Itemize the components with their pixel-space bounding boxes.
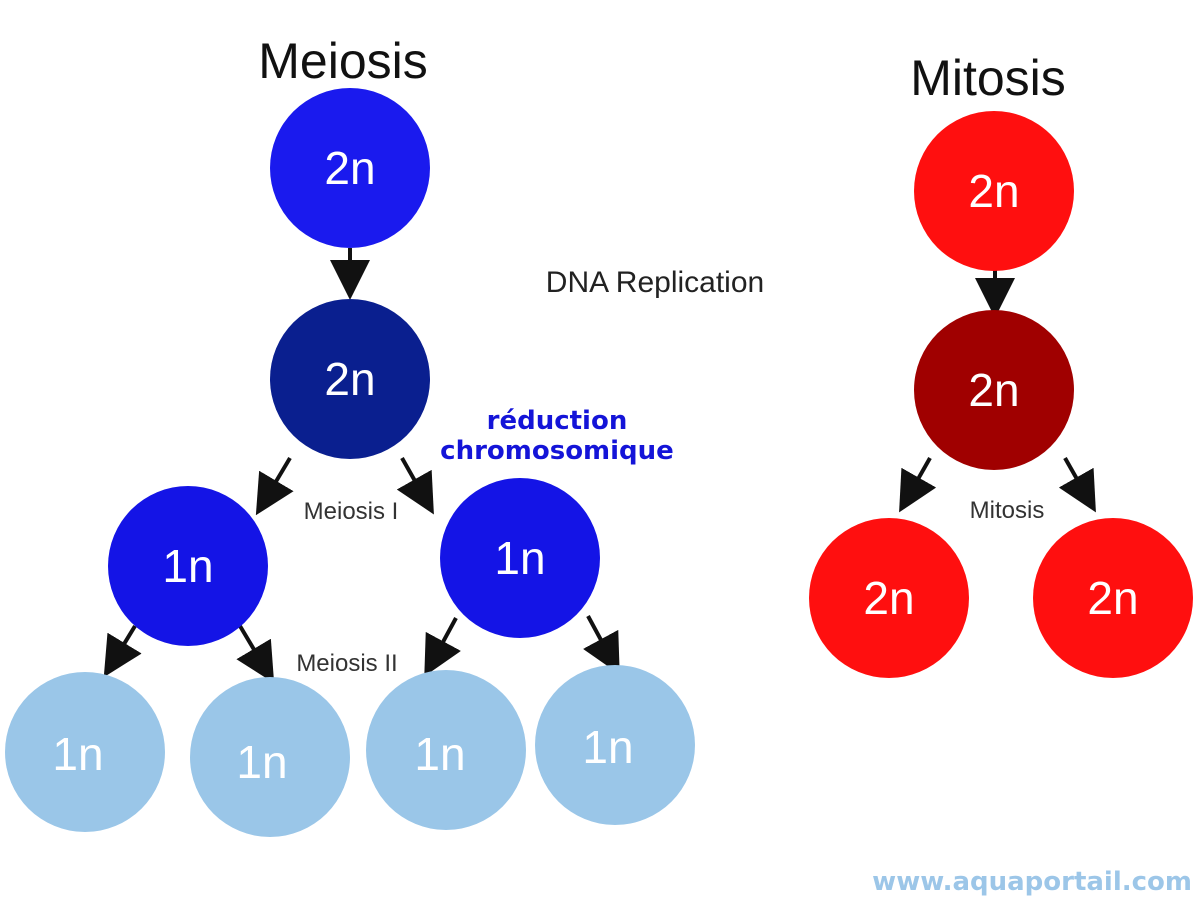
arrow-meiosis1-right	[396, 457, 434, 515]
reduction-line-1: réduction	[487, 406, 628, 436]
meiosis2-final-cell-1: 1n	[5, 672, 165, 832]
meiosis2-final-cell-2: 1n	[190, 677, 350, 837]
cell-label: 1n	[582, 721, 633, 773]
mitosis-replicated-cell: 2n	[914, 310, 1074, 470]
cell-label: 1n	[414, 728, 465, 780]
cell-label: 2n	[968, 165, 1019, 217]
meiosis2-final-cell-3: 1n	[366, 670, 526, 830]
arrow-mitosis-left	[899, 457, 937, 513]
cell-label: 1n	[494, 532, 545, 584]
cell-label: 2n	[1087, 572, 1138, 624]
cell-label: 2n	[324, 142, 375, 194]
mitosis-daughter-cell-right: 2n	[1033, 518, 1193, 678]
watermark: www.aquaportail.com	[872, 867, 1192, 897]
meiosis-parent-cell: 2n	[270, 88, 430, 248]
reduction-line-2: chromosomique	[440, 436, 674, 466]
cell-label: 2n	[968, 364, 1019, 416]
arrow-meiosis1-left	[255, 456, 294, 516]
mitosis-parent-cell: 2n	[914, 111, 1074, 271]
cell-label: 1n	[236, 736, 287, 788]
meiosis1-daughter-cell-right: 1n	[440, 478, 600, 638]
mitosis-title: Mitosis	[910, 50, 1066, 106]
dna-replication-label: DNA Replication	[546, 266, 764, 299]
arrow-meiosis2-a	[103, 624, 142, 678]
mitosis-daughter-cell-left: 2n	[809, 518, 969, 678]
meiosis-replicated-cell: 2n	[270, 299, 430, 459]
arrow-meiosis2-d	[583, 615, 620, 675]
arrow-meiosis2-b	[236, 624, 275, 684]
arrow-meiosis2-c	[424, 617, 461, 677]
meiosis2-label: Meiosis II	[296, 650, 397, 677]
meiosis2-final-cell-4: 1n	[535, 665, 695, 825]
meiosis1-daughter-cell-left: 1n	[108, 486, 268, 646]
cell-label: 1n	[52, 728, 103, 780]
meiosis1-label: Meiosis I	[304, 498, 399, 525]
cell-label: 2n	[324, 353, 375, 405]
mitosis-label: Mitosis	[970, 497, 1045, 524]
cell-label: 1n	[162, 540, 213, 592]
meiosis-title: Meiosis	[258, 33, 427, 89]
cell-label: 2n	[863, 572, 914, 624]
arrow-mitosis-right	[1058, 457, 1096, 513]
